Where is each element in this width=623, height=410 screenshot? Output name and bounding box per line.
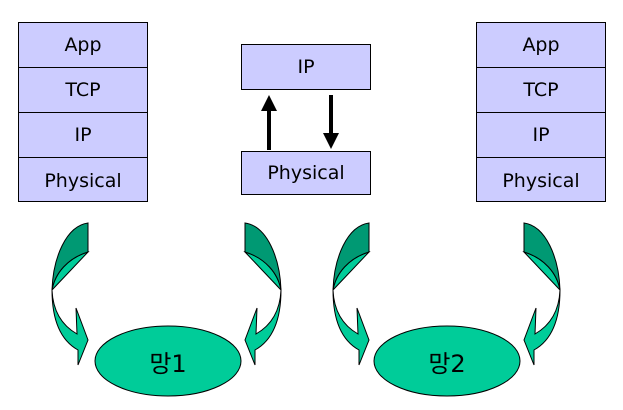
curved-arrow-left-2-icon xyxy=(332,222,371,366)
network-2-label: 망2 xyxy=(428,349,466,378)
router-ip-box: IP xyxy=(241,44,371,90)
router-physical-box: Physical xyxy=(241,151,371,195)
left-host-stack: App TCP IP Physical xyxy=(18,22,148,202)
network-2-ellipse xyxy=(373,325,521,397)
router-up-arrow-icon xyxy=(261,95,277,150)
right-layer-physical: Physical xyxy=(502,169,580,192)
left-layer-app: App xyxy=(19,23,147,68)
left-layer-ip: IP xyxy=(19,113,147,158)
right-layer-app: App xyxy=(477,23,605,68)
right-host-stack: App TCP IP Physical xyxy=(476,22,606,202)
left-layer-tcp: TCP xyxy=(19,68,147,113)
network-1-label: 망1 xyxy=(149,349,187,378)
network-1-ellipse xyxy=(94,325,242,397)
curved-arrow-right-2-icon xyxy=(522,222,561,366)
curved-arrow-right-1-icon xyxy=(243,222,282,366)
router-down-arrow-icon xyxy=(323,95,339,149)
right-layer-tcp: TCP xyxy=(477,68,605,113)
curved-arrow-left-1-icon xyxy=(51,222,90,366)
left-layer-physical: Physical xyxy=(44,169,122,192)
right-layer-ip: IP xyxy=(477,113,605,158)
